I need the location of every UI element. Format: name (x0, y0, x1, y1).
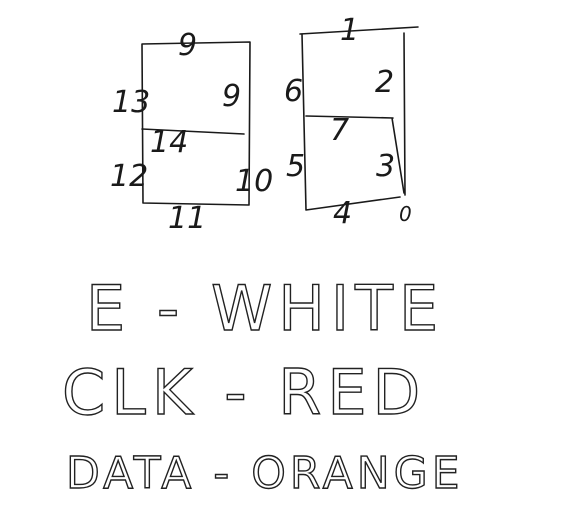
left-connector-diagram: 9 9 13 14 12 10 11 (110, 28, 273, 236)
right-connector-diagram: 1 2 6 7 5 3 4 0 (284, 13, 419, 231)
pin-label-left-top: 9 (178, 28, 197, 63)
pin-label-left-upper: 13 (112, 85, 150, 120)
pin-label-left-inner-right: 9 (222, 79, 241, 114)
pin-label-right-center: 7 (330, 113, 349, 148)
right-box-outline (301, 32, 406, 211)
legend-line-clk: CLK - RED (62, 356, 426, 429)
pin-label-left-right-lower: 10 (235, 164, 273, 199)
pin-label-right-top: 1 (340, 13, 359, 48)
right-box-top-line (299, 26, 419, 35)
pin-label-right-lower-right: 3 (376, 149, 395, 184)
pin-label-right-upper-right: 2 (375, 65, 394, 100)
left-box-outline (141, 41, 251, 206)
legend-line-e: E - WHITE (86, 272, 444, 345)
pin-label-right-lower-left: 5 (286, 149, 305, 184)
legend-line-data: DATA - ORANGE (66, 448, 464, 499)
pin-label-left-bottom: 11 (168, 201, 206, 236)
pin-label-left-middle: 14 (150, 125, 188, 160)
pin-label-right-upper-left: 6 (284, 74, 303, 109)
pin-label-right-corner: 0 (399, 202, 412, 226)
pin-label-left-lower: 12 (110, 159, 148, 194)
pin-label-right-bottom: 4 (333, 196, 352, 231)
wire-color-legend: E - WHITE CLK - RED DATA - ORANGE (61, 271, 464, 499)
left-box-divider (141, 128, 245, 135)
